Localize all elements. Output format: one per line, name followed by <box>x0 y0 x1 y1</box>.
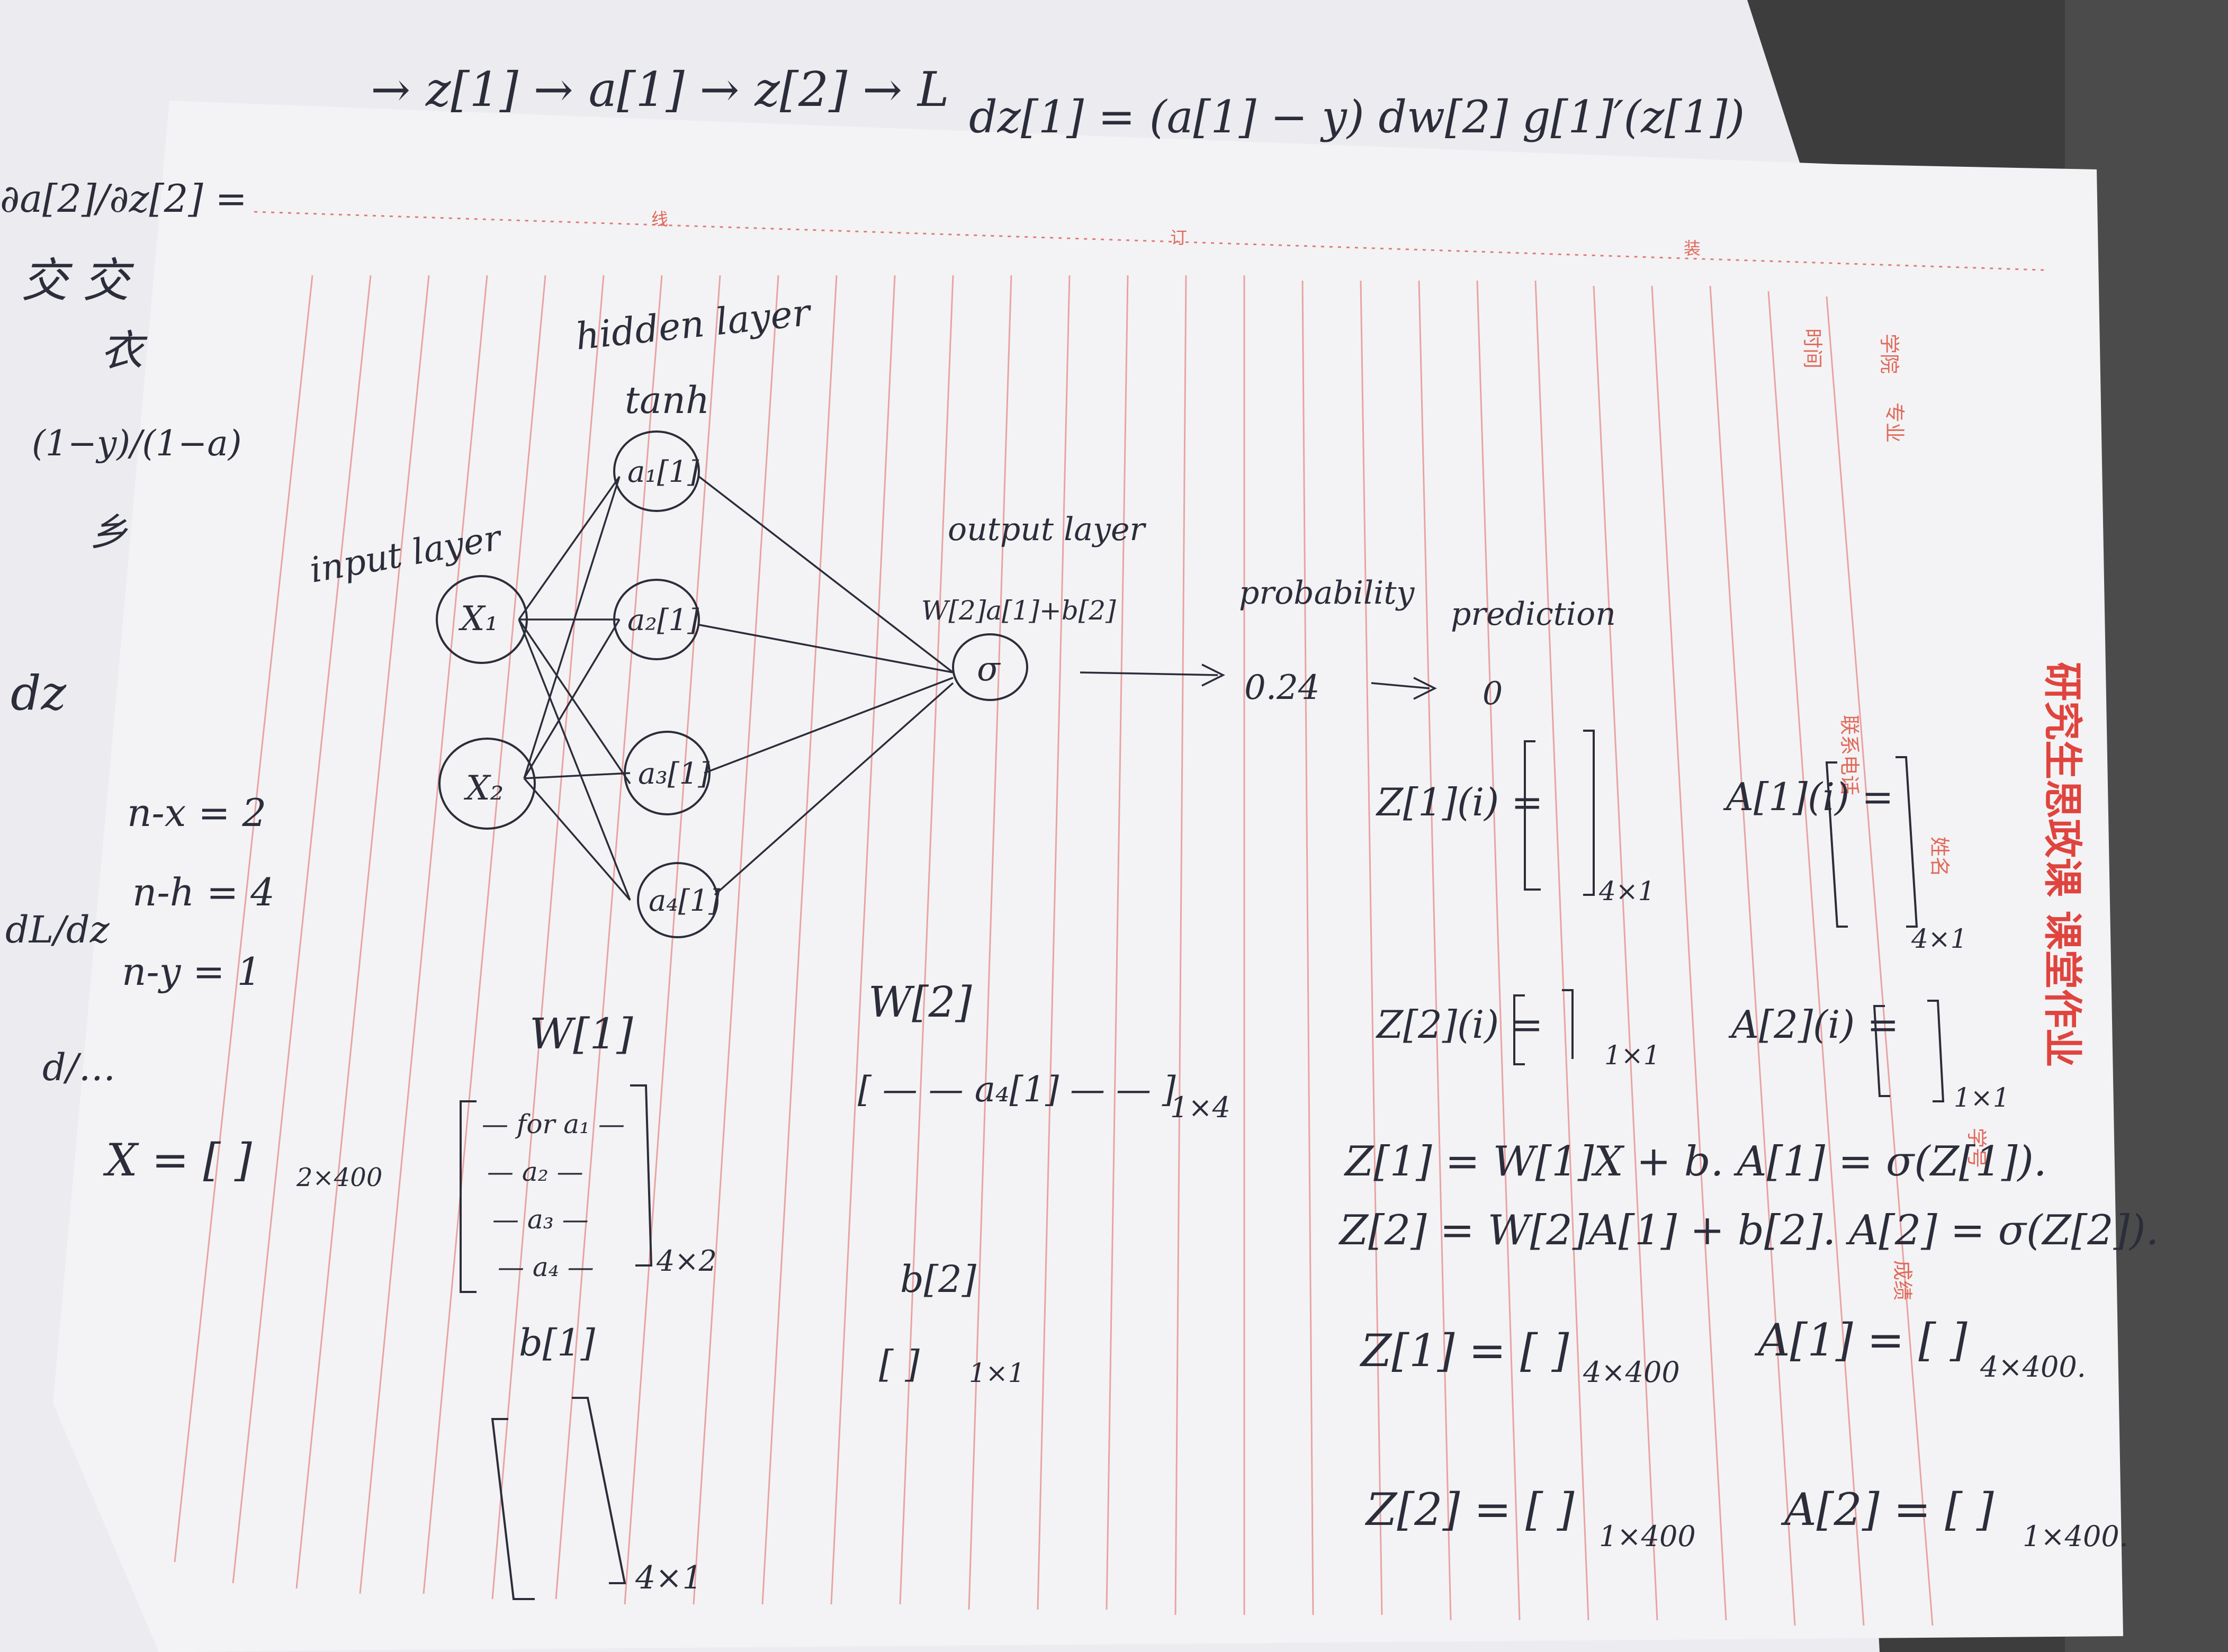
a2i-label: A[2](i) = <box>1728 1002 1899 1047</box>
hidden-node-2-label: a₂[1] <box>627 603 699 638</box>
a1i-shape: 4×1 <box>1911 923 1968 954</box>
student-id-label: 学号 <box>1965 1128 1988 1168</box>
w1-row-1: — for a₁ — <box>482 1109 625 1139</box>
input-node-2 <box>438 738 536 830</box>
grade-label: 成绩 <box>1891 1260 1914 1300</box>
a2-shape: 1×400. <box>2023 1520 2128 1553</box>
x-shape: 2×400 <box>296 1163 382 1192</box>
left-note-1: ∂a[2]/∂z[2] = <box>0 176 247 221</box>
left-note-4: (1−y)/(1−a) <box>32 423 241 464</box>
b2-row: [ ] <box>879 1342 920 1386</box>
output-node-label: σ <box>977 650 1001 689</box>
hidden-node-1-label: a₁[1] <box>627 455 699 489</box>
b2-shape: 1×1 <box>969 1358 1025 1388</box>
front-sheet <box>53 101 2123 1652</box>
w2-label: W[2] <box>868 977 972 1027</box>
ny-note: n-y = 1 <box>122 949 261 994</box>
z1i-shape: 4×1 <box>1598 876 1655 906</box>
input-node-2-label: X₂ <box>463 769 504 808</box>
probability-value: 0.24 <box>1244 668 1320 707</box>
hidden-node-3 <box>624 731 711 815</box>
w1-row-4: — a₄ — <box>498 1252 594 1282</box>
top-derivative: dz[1] = (a[1] − y) dw[2] g[1]′(z[1]) <box>969 91 1745 143</box>
a1i-brackets <box>1825 756 1918 928</box>
w1-label: W[1] <box>529 1009 633 1058</box>
major-label: 专业 <box>1883 402 1906 443</box>
b1-brackets <box>491 1397 626 1600</box>
top-chain: → z[1] → a[1] → z[2] → L <box>371 62 949 118</box>
left-note-3: 衣 <box>101 326 148 375</box>
z2-matrix: Z[2] = [ ] <box>1364 1484 1575 1536</box>
binding-dotted-line <box>254 211 2044 271</box>
b1-shape: 4×1 <box>635 1559 703 1596</box>
z2-shape: 1×400 <box>1599 1520 1696 1553</box>
w2-shape: 1×4 <box>1170 1091 1230 1124</box>
left-note-5: 乡 <box>90 510 128 554</box>
hidden-node-4-label: a₄[1] <box>649 884 720 918</box>
left-note-6: dz <box>11 666 67 721</box>
a2-matrix: A[2] = [ ] <box>1781 1484 1994 1536</box>
z1-shape: 4×400 <box>1583 1355 1680 1389</box>
equation-line-1: Z[1] = W[1]X + b. A[1] = σ(Z[1]). <box>1343 1138 2047 1186</box>
z2i-label: Z[2](i) = <box>1376 1002 1543 1047</box>
network-connections <box>518 475 1437 901</box>
hidden-node-4 <box>637 862 718 938</box>
w1-row-2: — a₂ — <box>487 1156 583 1187</box>
left-note-8: d/… <box>42 1046 115 1089</box>
w2-row: [ — — a₄[1] — — ] <box>858 1069 1176 1110</box>
w1-shape: 4×2 <box>656 1244 717 1278</box>
w1-row-3: — a₃ — <box>492 1204 589 1235</box>
equations-block: Z[1](i) = 4×1 A[1](i) = 4×1 Z[2](i) = 1×… <box>1338 730 2159 1553</box>
nh-note: n-h = 4 <box>132 870 275 914</box>
output-node <box>952 633 1028 701</box>
binding-mark-3: 装 <box>1684 238 1701 258</box>
a2i-shape: 1×1 <box>1954 1082 2010 1113</box>
name-label: 姓名 <box>1928 837 1951 877</box>
binding-mark-1: 线 <box>651 209 668 229</box>
z2i-brackets <box>1513 989 1574 1065</box>
b1-label: b[1] <box>519 1321 596 1364</box>
institution-label: 学院 <box>1877 334 1901 374</box>
input-node-1-label: X₁ <box>458 599 498 639</box>
left-note-7: dL/dz <box>5 908 110 951</box>
red-ruled-lines <box>174 275 1934 1626</box>
sheet-title: 研究生思政课 课堂作业 <box>2040 662 2085 1067</box>
w2-b2-block: W[2] [ — — a₄[1] — — ] 1×4 b[2] [ ] 1×1 <box>858 977 1230 1388</box>
a1-shape: 4×400. <box>1980 1350 2086 1384</box>
x-matrix: X = [ ] <box>103 1134 252 1186</box>
prediction-value: 0 <box>1483 675 1503 712</box>
hidden-node-1 <box>613 430 700 512</box>
binding-mark-2: 订 <box>1170 228 1187 248</box>
w1-brackets <box>460 1084 653 1293</box>
a1i-label: A[1](i) = <box>1723 775 1893 819</box>
z1-matrix: Z[1] = [ ] <box>1359 1325 1569 1377</box>
a1-matrix: A[1] = [ ] <box>1754 1314 1968 1366</box>
input-node-1 <box>436 575 528 664</box>
dimension-notes: n-x = 2 n-h = 4 n-y = 1 X = [ ] 2×400 <box>103 791 382 1192</box>
probability-label: probability <box>1239 574 1415 612</box>
hidden-node-2 <box>613 579 700 660</box>
hidden-node-3-label: a₃[1] <box>638 757 709 791</box>
time-label: 时间 <box>1801 328 1824 369</box>
output-formula: W[2]a[1]+b[2] <box>921 595 1116 626</box>
hidden-activation-label: tanh <box>625 379 709 422</box>
z1i-label: Z[1](i) = <box>1376 780 1543 824</box>
output-layer-label: output layer <box>948 511 1146 548</box>
left-margin-notes: ∂a[2]/∂z[2] = 交 交 衣 (1−y)/(1−a) 乡 dz dL/… <box>0 176 247 1089</box>
z2i-shape: 1×1 <box>1604 1040 1660 1071</box>
w1-b1-block: W[1] — for a₁ — — a₂ — — a₃ — — a₄ — 4×2… <box>460 1009 717 1600</box>
z1i-brackets <box>1524 730 1595 896</box>
a2i-brackets <box>1873 1000 1945 1102</box>
b2-label: b[2] <box>900 1258 977 1301</box>
nx-note: n-x = 2 <box>127 791 266 835</box>
network-nodes <box>436 430 1028 938</box>
left-note-2: 交 交 <box>21 253 134 308</box>
equation-line-2: Z[2] = W[2]A[1] + b[2]. A[2] = σ(Z[2]). <box>1338 1207 2159 1254</box>
prediction-label: prediction <box>1451 596 1616 633</box>
phone-label: 联系电话 <box>1838 715 1861 795</box>
